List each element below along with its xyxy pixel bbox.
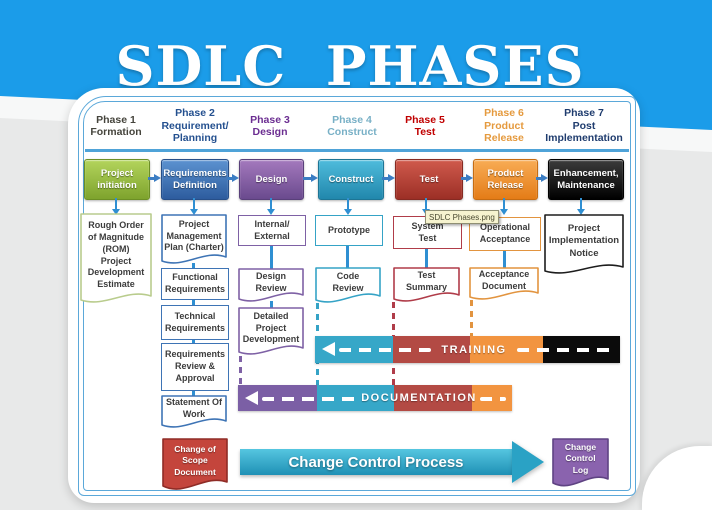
- phase-box-enhancement-maintenance: Enhancement, Maintenance: [548, 159, 624, 200]
- doc-rough-order-of-magnitude: Rough Order of Magnitude (ROM) Project D…: [80, 213, 152, 305]
- filename-tooltip: SDLC Phases.png: [425, 210, 499, 224]
- panel-border-outer: [78, 96, 636, 496]
- arrow-right-icon: [227, 174, 239, 182]
- phase-header-7: Phase 7 Post Implementation: [545, 107, 623, 145]
- change-control-arrowhead: [512, 441, 544, 483]
- arrow-right-icon: [536, 174, 548, 182]
- doc-acceptance-document: Acceptance Document: [469, 267, 539, 302]
- connector-line: [270, 243, 273, 269]
- phase-box-project-initiation: Project initiation: [84, 159, 150, 200]
- arrow-down-icon: [112, 198, 120, 215]
- doc-design-review: Design Review: [238, 268, 304, 304]
- doc-change-of-scope: Change of Scope Document: [162, 438, 228, 494]
- dashed-drop-line: [470, 300, 473, 338]
- arrow-down-icon: [422, 198, 430, 215]
- connector-line: [192, 387, 195, 397]
- dashes: [517, 347, 611, 352]
- arrow-left-icon: [245, 391, 258, 405]
- phase-header-1: Phase 1 Formation: [90, 113, 142, 138]
- doc-change-control-log: Change Control Log: [552, 438, 609, 490]
- phase-header-2: Phase 2 Requirement/ Planning: [161, 107, 229, 145]
- arrow-down-icon: [344, 198, 352, 215]
- doc-test-summary: Test Summary: [393, 267, 460, 304]
- phase-header-4: Phase 4 Construct: [327, 113, 377, 138]
- arrow-left-icon: [322, 342, 335, 356]
- phase-box-product-release: Product Release: [473, 159, 538, 200]
- training-label: TRAINING: [441, 343, 507, 356]
- connector-line: [503, 248, 506, 268]
- doc-internal-external: Internal/ External: [238, 215, 306, 246]
- phase-box-construct: Construct: [318, 159, 384, 200]
- phase-box-requirements-definition: Requirements Definition: [161, 159, 229, 200]
- doc-project-implementation-notice: Project Implementation Notice: [544, 214, 624, 276]
- dashed-drop-line: [239, 356, 242, 387]
- arrow-right-icon: [461, 174, 473, 182]
- connector-line: [425, 246, 428, 268]
- arrow-down-icon: [577, 198, 585, 215]
- dashes: [339, 347, 431, 352]
- doc-project-management-plan: Project Management Plan (Charter): [161, 214, 227, 266]
- doc-statement-of-work: Statement Of Work: [161, 395, 227, 430]
- doc-operational-acceptance: Operational Acceptance: [469, 217, 541, 251]
- connector-line: [270, 301, 273, 309]
- doc-functional-requirements: Functional Requirements: [161, 268, 229, 300]
- dashes: [262, 396, 360, 401]
- doc-technical-requirements: Technical Requirements: [161, 305, 229, 340]
- documentation-label: DOCUMENTATION: [361, 392, 477, 404]
- documentation-band: DOCUMENTATION: [238, 385, 512, 411]
- arrow-right-icon: [382, 174, 395, 182]
- page-corner: [642, 446, 712, 510]
- connector-line: [346, 243, 349, 268]
- doc-prototype: Prototype: [315, 215, 383, 246]
- connector-line: [192, 296, 195, 307]
- phase-box-design: Design: [239, 159, 304, 200]
- doc-code-review: Code Review: [315, 267, 381, 305]
- training-band: TRAINING: [315, 336, 620, 363]
- arrow-right-icon: [148, 174, 161, 182]
- change-control-arrow: Change Control Process: [240, 449, 512, 475]
- phase-header-5: Phase 5 Test: [405, 113, 445, 138]
- connector-line: [192, 336, 195, 345]
- phase-header-6: Phase 6 Product Release: [484, 107, 524, 145]
- doc-requirements-review-approval: Requirements Review & Approval: [161, 343, 229, 391]
- arrow-down-icon: [190, 198, 198, 215]
- arrow-down-icon: [500, 198, 508, 215]
- header-separator-line: [85, 149, 629, 152]
- dashes: [480, 396, 506, 401]
- phase-header-3: Phase 3 Design: [250, 113, 290, 138]
- arrow-down-icon: [267, 198, 275, 215]
- connector-line: [192, 263, 195, 271]
- phase-box-test: Test: [395, 159, 463, 200]
- slide-title: SDLC PHASES: [115, 34, 585, 99]
- doc-detailed-project-development: Detailed Project Development: [238, 307, 304, 357]
- arrow-right-icon: [303, 174, 318, 182]
